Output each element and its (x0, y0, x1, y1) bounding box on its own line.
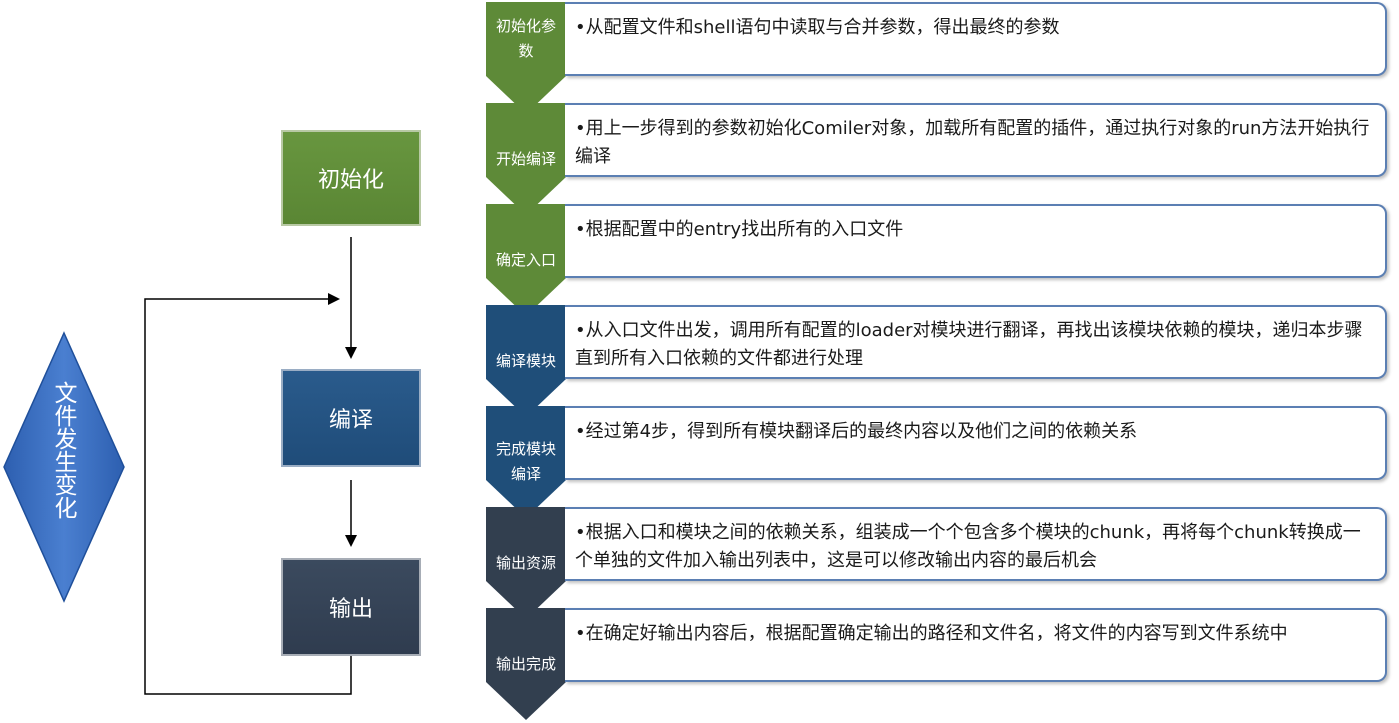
stage-label: 编译 (328, 408, 373, 433)
step-chevron (486, 2, 566, 114)
step-title: 输出资源 (495, 553, 556, 572)
stage-box-output: 输出 (281, 558, 421, 656)
step-title: 开始编译 (495, 149, 556, 168)
step-chevrons (486, 2, 566, 720)
step-chevron (486, 305, 566, 417)
loop-back-line (144, 293, 352, 695)
step-description-card: •根据配置中的entry找出所有的入口文件 (565, 204, 1387, 278)
stage-label: 输出 (328, 597, 373, 622)
trigger-label: 文件发生变化 (50, 381, 76, 519)
stage-box-compile: 编译 (281, 369, 421, 467)
step-title: 完成模块编译 (495, 440, 556, 483)
stage-box-init: 初始化 (281, 130, 421, 226)
step-chevron (486, 103, 566, 215)
step-description-card: •从入口文件出发，调用所有配置的loader对模块进行翻译，再找出该模块依赖的模… (565, 305, 1387, 379)
step-title: 确定入口 (495, 250, 556, 269)
step-description-card: •在确定好输出内容后，根据配置确定输出的路径和文件名，将文件的内容写到文件系统中 (565, 608, 1387, 682)
step-description-card: •经过第4步，得到所有模块翻译后的最终内容以及他们之间的依赖关系 (565, 406, 1387, 480)
step-description-card: •用上一步得到的参数初始化Comiler对象，加载所有配置的插件，通过执行对象的… (565, 103, 1387, 177)
step-description-card: •从配置文件和shell语句中读取与合并参数，得出最终的参数 (565, 2, 1387, 76)
step-title: 初始化参数 (495, 17, 556, 60)
stage-label: 初始化 (317, 168, 384, 193)
step-description-card: •根据入口和模块之间的依赖关系，组装成一个个包含多个模块的chunk，再将每个c… (565, 507, 1387, 581)
step-chevron (486, 608, 566, 720)
step-title: 编译模块 (495, 351, 556, 370)
step-chevron (486, 507, 566, 619)
step-title: 输出完成 (495, 654, 556, 673)
step-chevron (486, 406, 566, 518)
step-chevron (486, 204, 566, 316)
trigger-diamond-shape (3, 331, 125, 603)
